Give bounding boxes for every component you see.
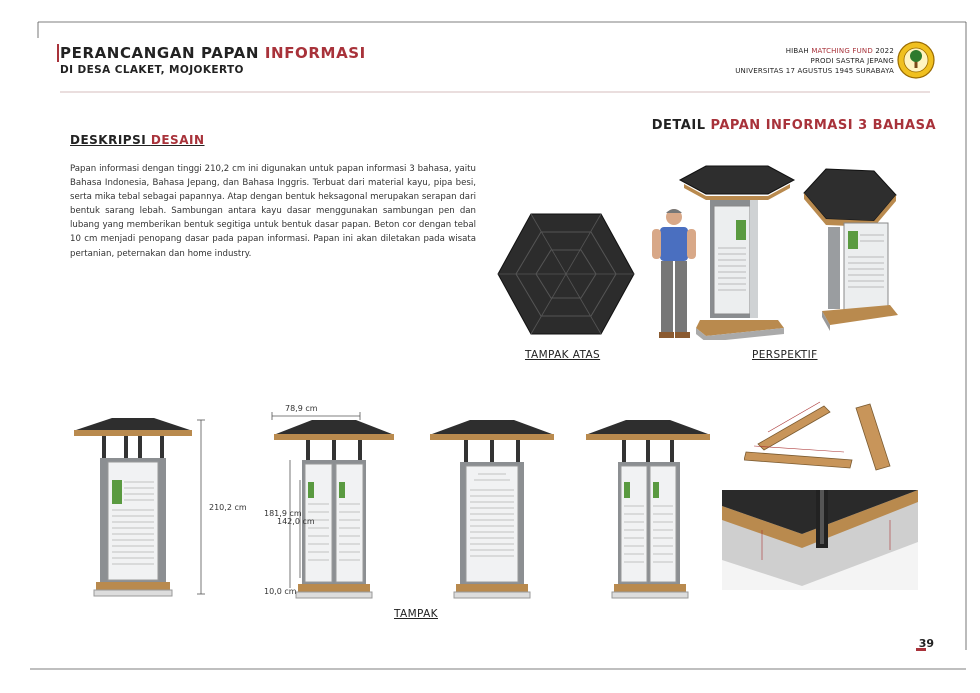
elevation-front-2 bbox=[274, 420, 394, 599]
page-title: PERANCANGAN PAPAN INFORMASI bbox=[60, 44, 366, 62]
perspective-drawing-2 bbox=[803, 168, 898, 331]
label-perspective: PERSPEKTIF bbox=[752, 349, 818, 361]
label-elevation: TAMPAK bbox=[394, 608, 438, 620]
dimension-width: 78,9 cm bbox=[285, 404, 318, 413]
dimension-height-total: 210,2 cm bbox=[209, 503, 247, 512]
dimension-line-total bbox=[197, 419, 205, 595]
elevation-front-1 bbox=[74, 418, 192, 597]
page-subtitle: DI DESA CLAKET, MOJOKERTO bbox=[60, 64, 244, 76]
label-top-view: TAMPAK ATAS bbox=[525, 349, 601, 361]
dimension-height-panel: 181,9 cm bbox=[264, 509, 302, 518]
foundation-detail bbox=[722, 490, 918, 590]
wood-joint-detail bbox=[744, 401, 891, 471]
section-title: DESKRIPSI DESAIN bbox=[70, 133, 205, 147]
detail-title: DETAIL PAPAN INFORMASI 3 BAHASA bbox=[651, 118, 936, 133]
elevation-front-4 bbox=[586, 420, 710, 599]
dimension-height-board: 142,0 cm bbox=[277, 517, 315, 526]
elevation-front-3 bbox=[430, 420, 554, 599]
perspective-drawing-1 bbox=[678, 165, 796, 340]
university-logo-icon bbox=[897, 41, 935, 79]
page-number: 39 bbox=[918, 637, 934, 650]
dimension-lines-left bbox=[289, 460, 301, 588]
header-institution: HIBAH MATCHING FUND 2022 PRODI SASTRA JE… bbox=[735, 47, 894, 75]
top-view-hexagon-drawing bbox=[497, 213, 635, 335]
description-text: Papan informasi dengan tinggi 210,2 cm i… bbox=[70, 164, 476, 259]
dimension-line-width bbox=[271, 412, 361, 420]
dimension-base: 10,0 cm bbox=[264, 587, 297, 596]
person-scale-figure bbox=[652, 209, 696, 338]
